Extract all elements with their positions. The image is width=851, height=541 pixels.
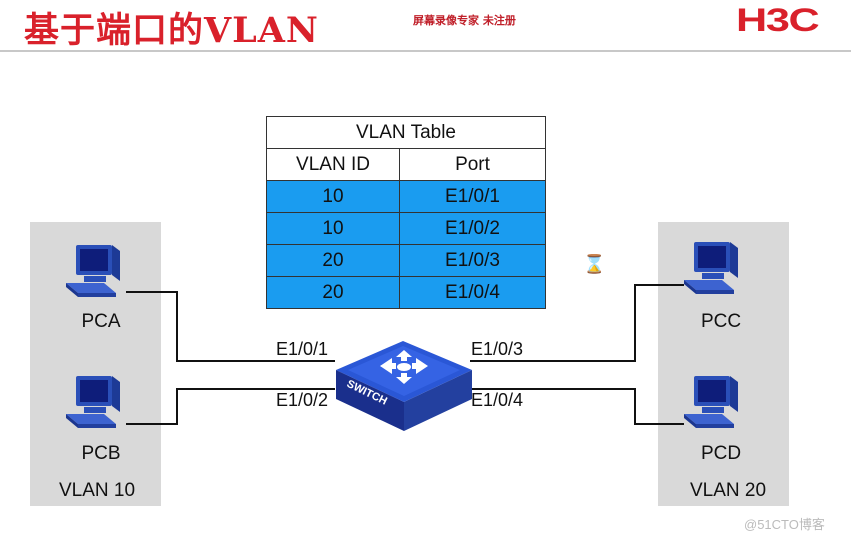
vlan-id-cell: 20 <box>266 276 400 309</box>
vlan-table: VLAN Table VLAN ID Port 10 E1/0/1 10 E1/… <box>266 116 546 309</box>
pcd-label: PCD <box>700 443 742 464</box>
recorder-watermark: 屏幕录像专家 未注册 <box>413 14 516 27</box>
pcb-label: PCB <box>81 443 121 464</box>
column-header-port: Port <box>399 148 546 181</box>
h3c-logo: H3C <box>736 2 820 38</box>
port-label-e104: E1/0/4 <box>471 390 524 410</box>
switch-icon: SWITCH <box>336 341 472 431</box>
port-cell: E1/0/2 <box>399 212 546 245</box>
vlan20-label: VLAN 20 <box>689 480 767 501</box>
link-pcb <box>126 388 335 425</box>
table-row: 10 E1/0/1 <box>266 180 546 213</box>
pcc-label: PCC <box>700 311 742 332</box>
link-pcc <box>470 284 684 362</box>
vlan-id-cell: 10 <box>266 180 400 213</box>
vlan-id-cell: 10 <box>266 212 400 245</box>
hourglass-icon: ⌛ <box>583 254 606 274</box>
connection-links <box>126 284 684 425</box>
port-label-e103: E1/0/3 <box>471 339 524 359</box>
vlan-id-cell: 20 <box>266 244 400 277</box>
pc-icon <box>684 242 738 294</box>
link-pca <box>126 291 335 362</box>
pc-icon <box>684 376 738 428</box>
port-label-e102: E1/0/2 <box>276 390 329 410</box>
header-divider <box>0 50 851 52</box>
vlan-table-caption: VLAN Table <box>266 116 546 149</box>
vlan10-label: VLAN 10 <box>58 480 136 501</box>
table-row: 10 E1/0/2 <box>266 212 546 245</box>
pc-icon <box>66 376 120 428</box>
page-title: 基于端口的VLAN <box>24 10 319 51</box>
port-cell: E1/0/3 <box>399 244 546 277</box>
port-label-e101: E1/0/1 <box>276 339 329 359</box>
table-row: 20 E1/0/3 <box>266 244 546 277</box>
footer-credit: @51CTO博客 <box>744 517 825 532</box>
pca-label: PCA <box>81 311 121 332</box>
column-header-vlan-id: VLAN ID <box>266 148 400 181</box>
port-cell: E1/0/1 <box>399 180 546 213</box>
pc-icon <box>66 245 120 297</box>
link-pcd <box>470 388 684 425</box>
port-cell: E1/0/4 <box>399 276 546 309</box>
table-row: 20 E1/0/4 <box>266 276 546 309</box>
